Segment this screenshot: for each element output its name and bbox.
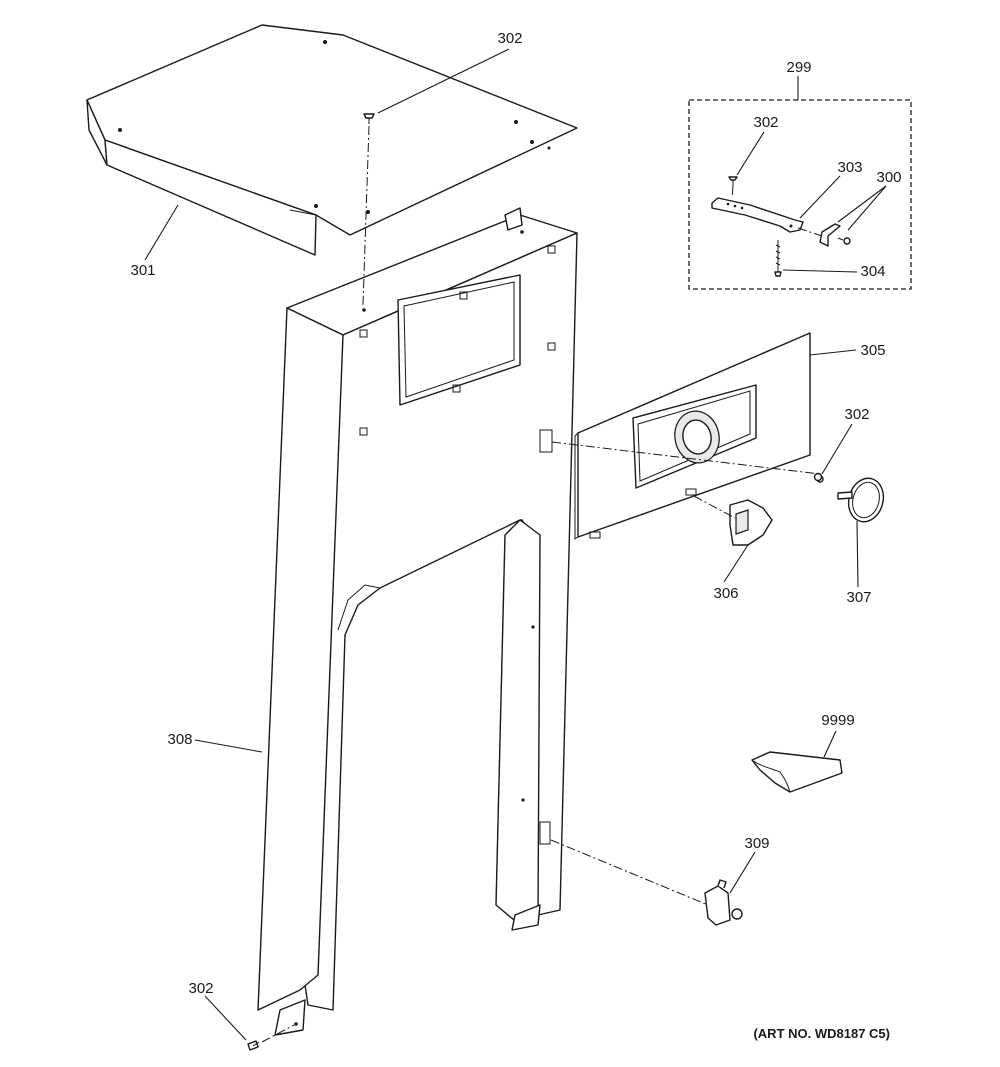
callout-302-kit: 302 (753, 114, 778, 131)
part-9999-accessory (751, 751, 843, 793)
screw-302-bottom (247, 1040, 260, 1051)
screw-302-mid (813, 472, 823, 482)
part-306-switch (729, 499, 773, 546)
callout-309: 309 (744, 835, 769, 852)
art-number: (ART NO. WD8187 C5) (753, 1026, 890, 1041)
callout-302-top: 302 (497, 30, 522, 47)
callout-302-mid: 302 (844, 406, 869, 423)
kit-299-hardware (688, 99, 912, 290)
callout-307: 307 (846, 589, 871, 606)
leader-lines (144, 48, 887, 1041)
callout-305: 305 (860, 342, 885, 359)
callout-299: 299 (786, 59, 811, 76)
callout-301: 301 (130, 262, 155, 279)
part-309-door-switch (704, 879, 743, 926)
callout-308: 308 (167, 731, 192, 748)
callout-9999: 9999 (821, 712, 854, 729)
kit-299-box (688, 99, 912, 290)
assembly-lines (261, 125, 823, 1043)
callout-labels: 302 299 302 303 300 304 301 305 302 306 … (130, 30, 901, 997)
part-301-top-cover (86, 24, 578, 256)
callout-304: 304 (860, 263, 885, 280)
part-308-main-panel (257, 207, 578, 1036)
callout-302-bottom: 302 (188, 980, 213, 997)
part-307-knob (816, 475, 885, 523)
callout-306: 306 (713, 585, 738, 602)
callout-300: 300 (876, 169, 901, 186)
part-305-control-panel (574, 332, 811, 540)
screw-302-top (363, 113, 375, 124)
callout-303: 303 (837, 159, 862, 176)
